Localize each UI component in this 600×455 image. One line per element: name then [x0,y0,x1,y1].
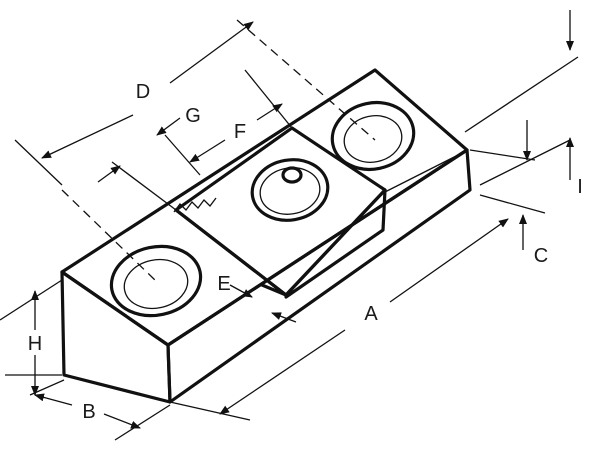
dimension-label-I: I [577,176,583,198]
dimension-label-H: H [28,333,42,355]
dimension-label-A: A [364,303,378,325]
dimension-label-C: C [534,245,548,267]
sliding-nut-block [173,126,387,299]
dimension-label-F: F [234,121,246,143]
dimension-arrows [31,10,574,429]
dimension-label-E: E [217,273,230,295]
dimension-label-B: B [82,401,95,423]
extension-lines [0,19,579,441]
dimension-label-G: G [185,105,201,127]
dimension-label-D: D [136,81,150,103]
counterbore-hole-left [109,244,203,318]
counterbore-hole-right [330,101,416,171]
